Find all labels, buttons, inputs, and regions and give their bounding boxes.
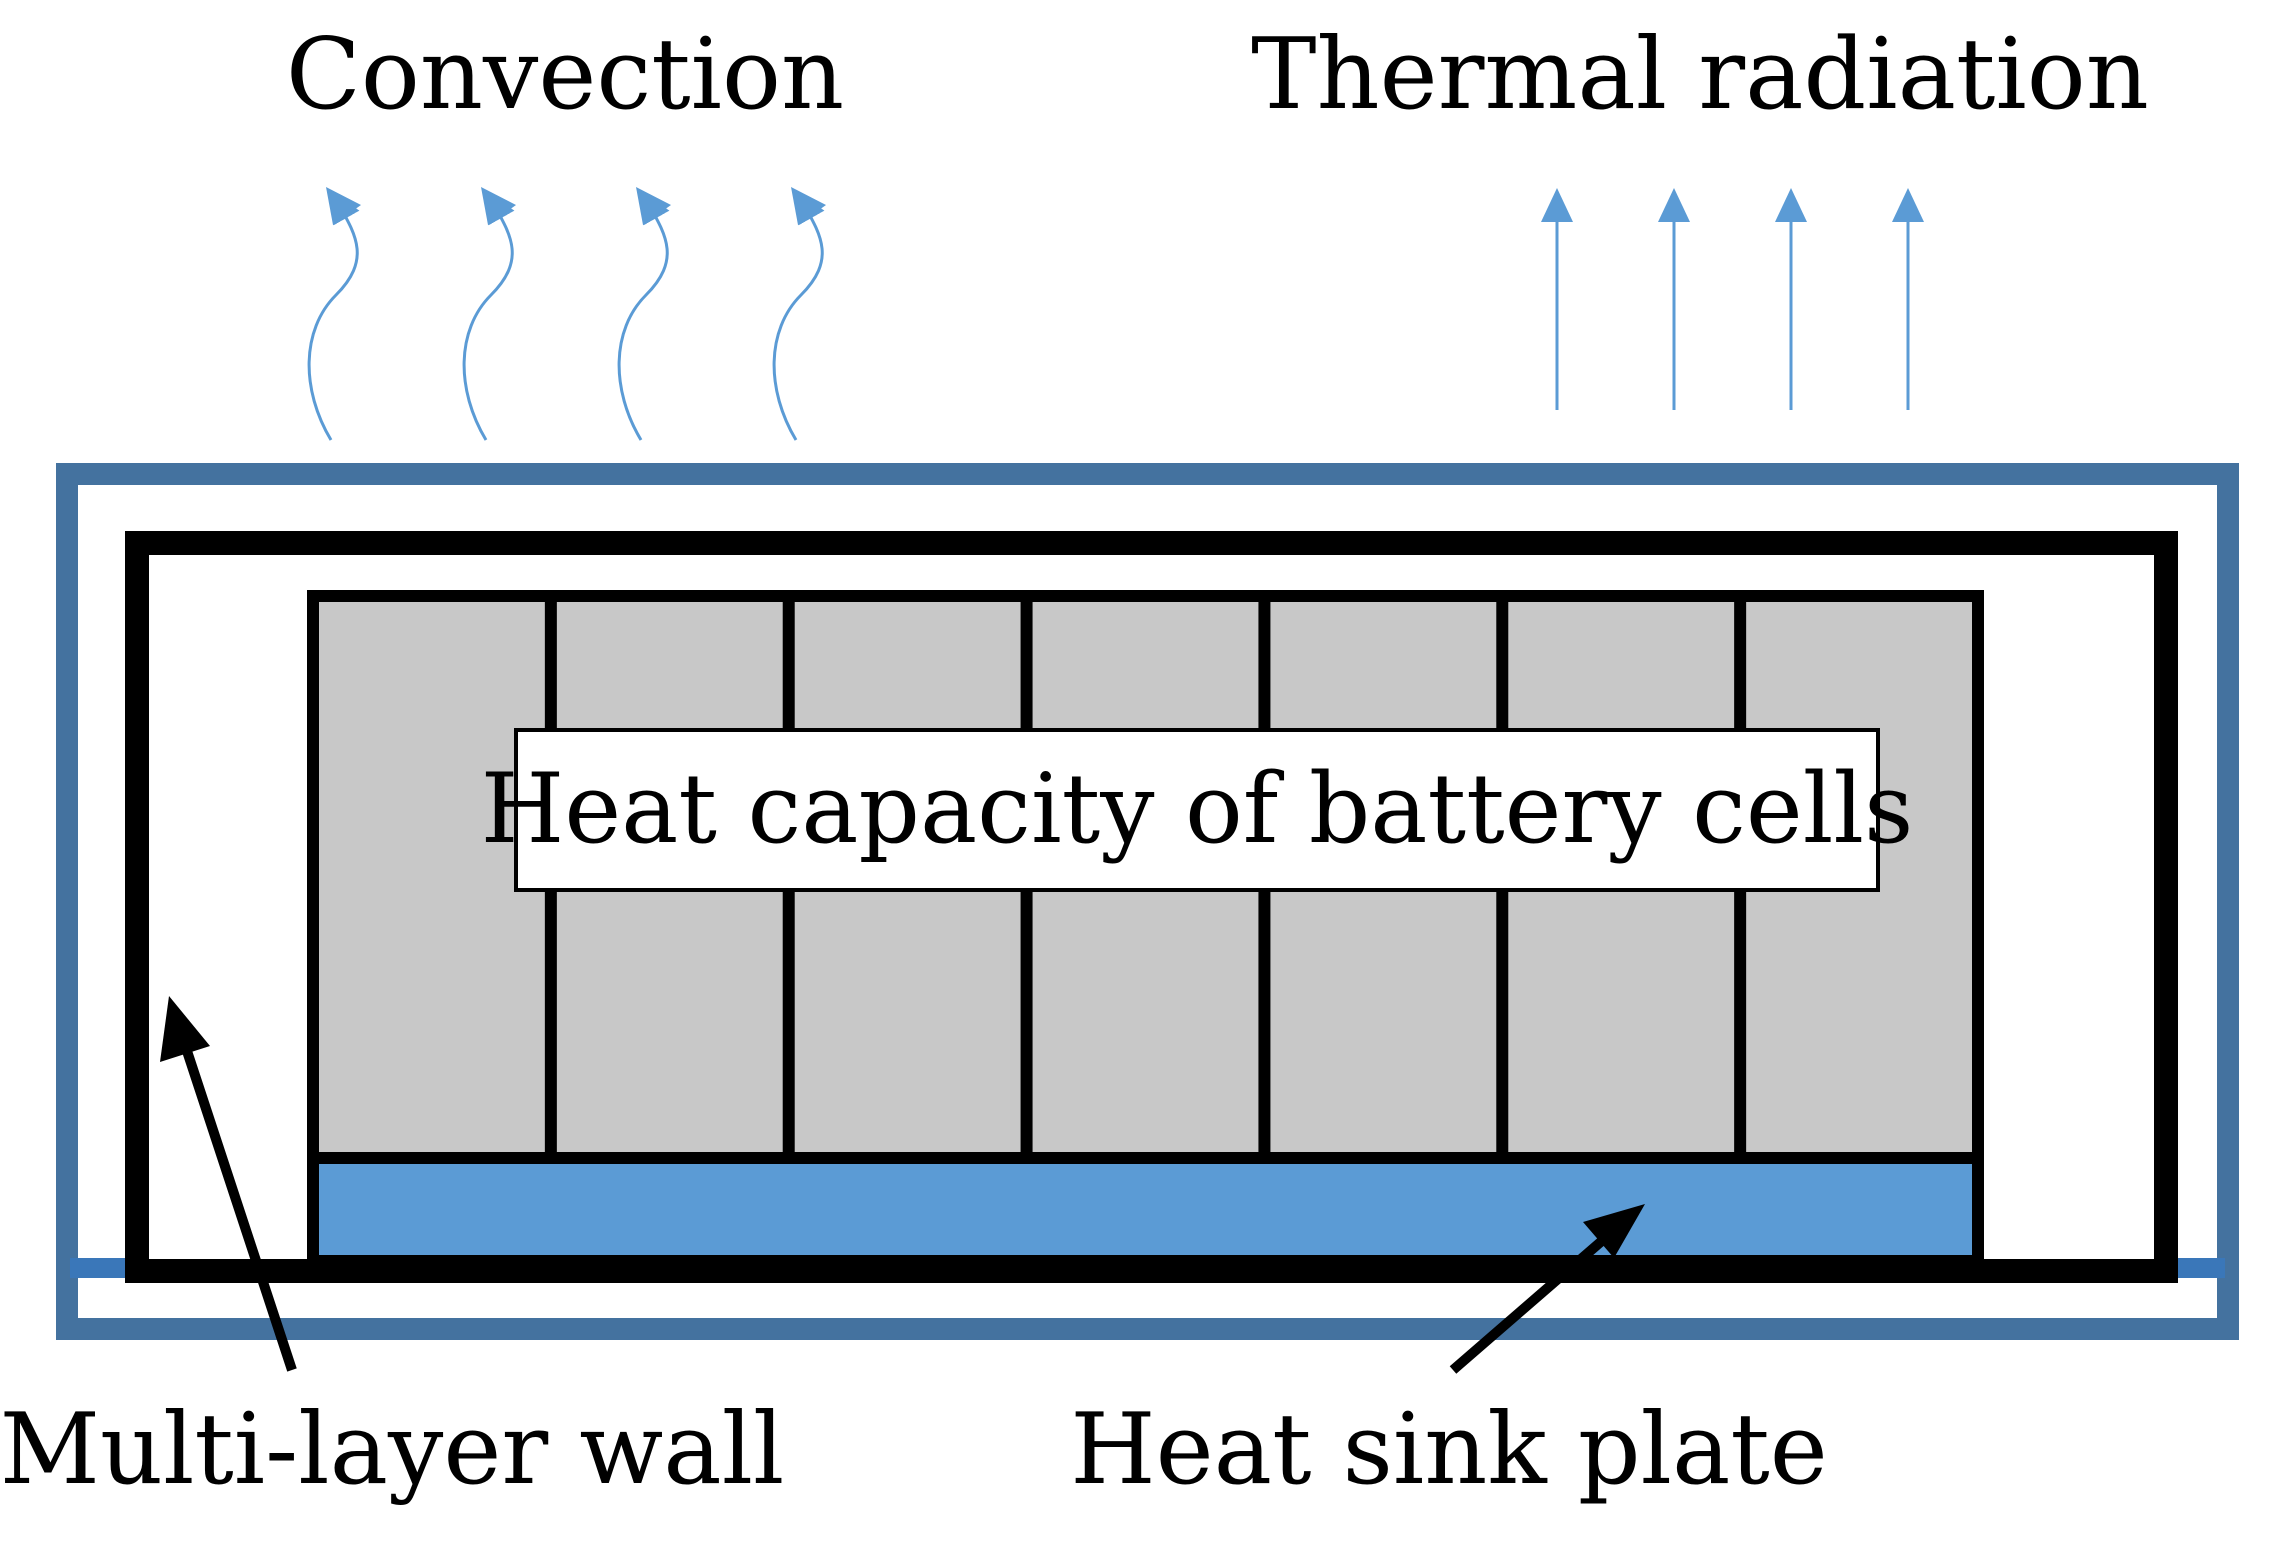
heat-sink-plate [307,1152,1984,1267]
heat-capacity-label-box [514,728,1880,892]
convection-arrow [772,191,825,441]
convection-arrow [462,191,515,441]
heat-sink-plate-label: Heat sink plate [1070,1393,1828,1507]
convection-arrow [617,191,670,441]
heat-sink-pointer [1449,1204,1645,1374]
convection-arrowhead [481,187,516,225]
heat-capacity-label: Heat capacity of battery cells [481,753,1914,865]
battery-module-outline [307,590,1984,1267]
multi-layer-wall-label: Multi-layer wall [0,1393,784,1507]
outer-wall-blue [56,463,2239,1340]
thermal-radiation-label: Thermal radiation [1251,18,2149,132]
radiation-arrowhead [1892,188,1924,222]
radiation-arrowhead [1775,188,1807,222]
convection-label: Convection [286,18,844,132]
radiation-arrows [1541,188,1924,410]
battery-module [307,590,1984,1267]
multi-layer-wall-pointer [160,996,297,1372]
convection-arrow [307,191,360,441]
convection-arrowhead [326,187,361,225]
heat-sink-arrowhead [1583,1204,1645,1258]
radiation-arrowhead [1658,188,1690,222]
radiation-arrowhead [1541,188,1573,222]
multi-layer-wall-arrowhead [160,996,210,1062]
convection-arrows [307,187,826,441]
convection-arrowhead [791,187,826,225]
convection-arrowhead [636,187,671,225]
